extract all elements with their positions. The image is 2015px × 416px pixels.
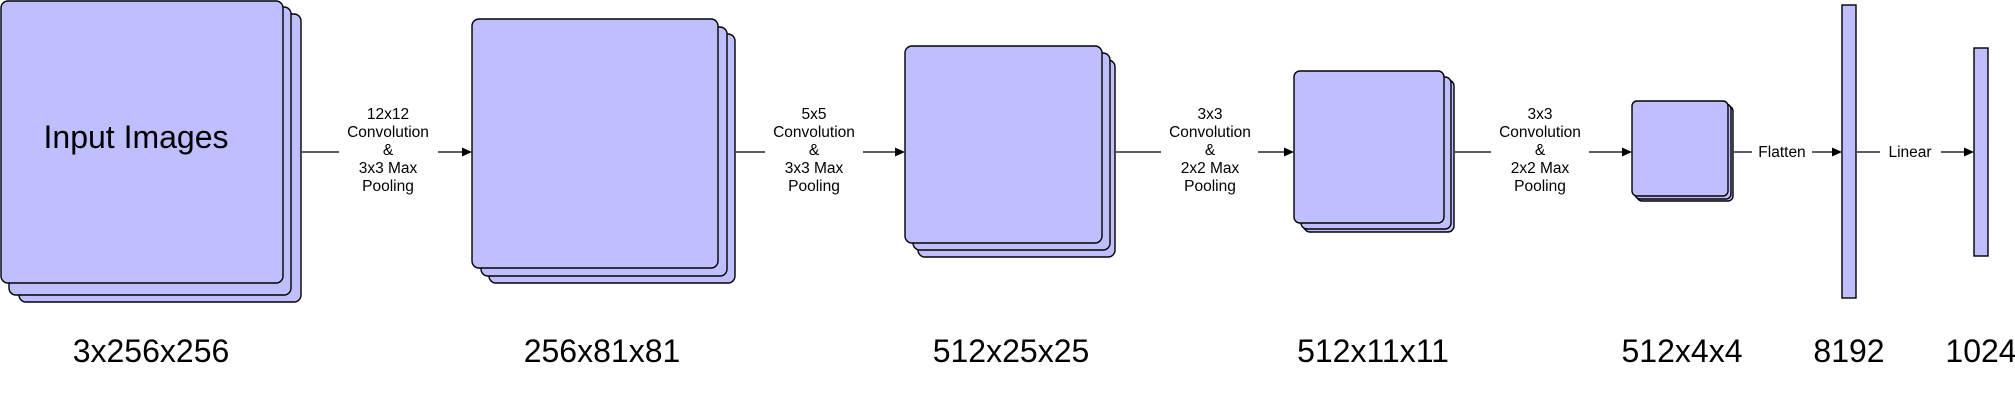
operation-label-line: Convolution	[1169, 124, 1251, 141]
operation-label-line: Convolution	[773, 124, 855, 141]
operation-label-line: Flatten	[1758, 144, 1805, 161]
operation-label-line: Pooling	[1184, 178, 1236, 195]
layer-conv1-output	[471, 18, 736, 284]
layer-conv3-sheet-front	[1293, 70, 1445, 224]
operation-label-line: Convolution	[347, 124, 429, 141]
layer-flatten-vector	[1841, 4, 1857, 299]
operation-label-line: Pooling	[362, 178, 414, 195]
dim-label-input: 3x256x256	[73, 333, 230, 369]
arrow-flatten	[1734, 147, 1842, 157]
operation-label-line: 2x2 Max	[1181, 160, 1240, 177]
layer-input-images: Input Images	[0, 0, 302, 303]
arrow-conv4	[1455, 147, 1632, 157]
operation-label-line: Pooling	[788, 178, 840, 195]
layer-conv4-sheet-front	[1631, 100, 1729, 197]
operation-label-linear: Linear	[1888, 144, 1931, 161]
arrow-conv2	[736, 147, 905, 157]
layer-conv2-sheet-front	[904, 45, 1103, 244]
operation-label-line: 2x2 Max	[1511, 160, 1570, 177]
arrow-conv1	[302, 147, 472, 157]
layer-conv4-output	[1631, 100, 1734, 202]
layer-linear-output	[1973, 47, 1989, 257]
dim-label-linear: 1024	[1945, 333, 2015, 369]
operation-label-line: 3x3 Max	[785, 160, 844, 177]
arrow-conv3	[1116, 147, 1294, 157]
dim-label-conv1: 256x81x81	[524, 333, 681, 369]
operation-label-line: &	[1205, 142, 1216, 159]
operation-label-line: 12x12	[367, 106, 409, 123]
operation-label-line: &	[809, 142, 820, 159]
operation-label-line: 3x3 Max	[359, 160, 418, 177]
operation-label-line: 5x5	[802, 106, 827, 123]
operation-label-line: &	[1535, 142, 1546, 159]
dim-label-flatten: 8192	[1813, 333, 1884, 369]
arrow-linear	[1857, 147, 1974, 157]
dim-label-conv4: 512x4x4	[1622, 333, 1743, 369]
input-images-label: Input Images	[44, 119, 229, 155]
layer-input-sheet-front	[0, 0, 284, 284]
layer-conv1-sheet-front	[471, 18, 719, 269]
operation-label-line: Linear	[1888, 144, 1931, 161]
operation-label-line: &	[383, 142, 394, 159]
layer-conv2-output	[904, 45, 1116, 258]
layer-conv3-output	[1293, 70, 1455, 233]
dim-label-conv3: 512x11x11	[1297, 333, 1449, 369]
operation-label-line: 3x3	[1198, 106, 1223, 123]
operation-label-line: Pooling	[1514, 178, 1566, 195]
operation-label-line: Convolution	[1499, 124, 1581, 141]
operation-label-line: 3x3	[1528, 106, 1553, 123]
operation-label-flatten: Flatten	[1758, 144, 1805, 161]
dim-label-conv2: 512x25x25	[933, 333, 1090, 369]
